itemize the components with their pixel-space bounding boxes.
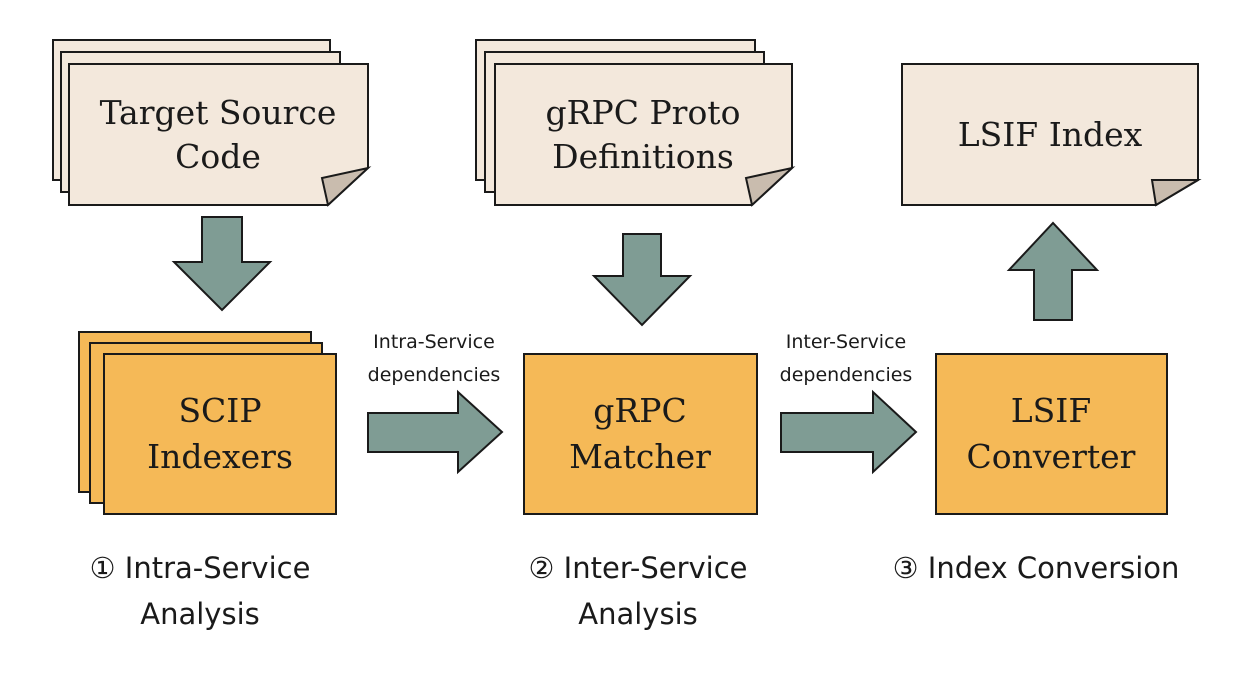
lsif-index-label: LSIF Index	[958, 115, 1143, 154]
proto-definitions-label-line2: Definitions	[552, 137, 734, 176]
scip-indexers-box	[103, 353, 337, 515]
down-arrow-source-to-scip	[171, 216, 273, 312]
lsif-index-document: LSIF Index	[901, 63, 1202, 207]
intra-dependencies-label-line2: dependencies	[368, 364, 501, 386]
lsif-converter-box-group: LSIF Converter	[935, 353, 1168, 515]
source-code-label-line2: Code	[175, 137, 261, 176]
inter-dependencies-label-line2: dependencies	[780, 364, 913, 386]
source-code-document-stack: Target Source Code	[52, 39, 372, 207]
up-arrow-converter-to-index	[1006, 221, 1100, 321]
lsif-converter-box	[935, 353, 1168, 515]
lsif-converter-label-line1: LSIF	[1011, 391, 1091, 430]
stage3-label: ③ Index Conversion	[893, 551, 1180, 585]
intra-dependencies-label-line1: Intra-Service	[373, 331, 495, 353]
grpc-matcher-label-line2: Matcher	[569, 437, 711, 476]
grpc-matcher-box	[523, 353, 758, 515]
scip-indexers-stack: SCIP Indexers	[78, 331, 337, 515]
lsif-converter-label-line2: Converter	[967, 437, 1136, 476]
scip-indexers-label-line1: SCIP	[178, 391, 261, 430]
right-arrow-matcher-to-converter	[780, 389, 918, 475]
proto-definitions-fold	[744, 166, 796, 207]
stage1-label-line1: ① Intra-Service	[90, 551, 311, 585]
proto-definitions-label-line1: gRPC Proto	[546, 93, 741, 132]
scip-indexers-label-line2: Indexers	[147, 437, 293, 476]
stage2-label-line2: Analysis	[578, 597, 697, 631]
stage1-label-line2: Analysis	[140, 597, 259, 631]
right-arrow-scip-to-matcher	[367, 389, 504, 475]
down-arrow-proto-to-matcher	[591, 233, 693, 327]
lsif-index-fold	[1150, 179, 1202, 207]
proto-definitions-document-stack: gRPC Proto Definitions	[475, 39, 796, 207]
stage2-label-line1: ② Inter-Service	[528, 551, 747, 585]
grpc-matcher-box-group: gRPC Matcher	[523, 353, 758, 515]
inter-dependencies-label-line1: Inter-Service	[786, 331, 906, 353]
source-code-fold	[320, 166, 372, 207]
grpc-matcher-label-line1: gRPC	[593, 391, 686, 430]
source-code-label-line1: Target Source	[100, 93, 337, 132]
